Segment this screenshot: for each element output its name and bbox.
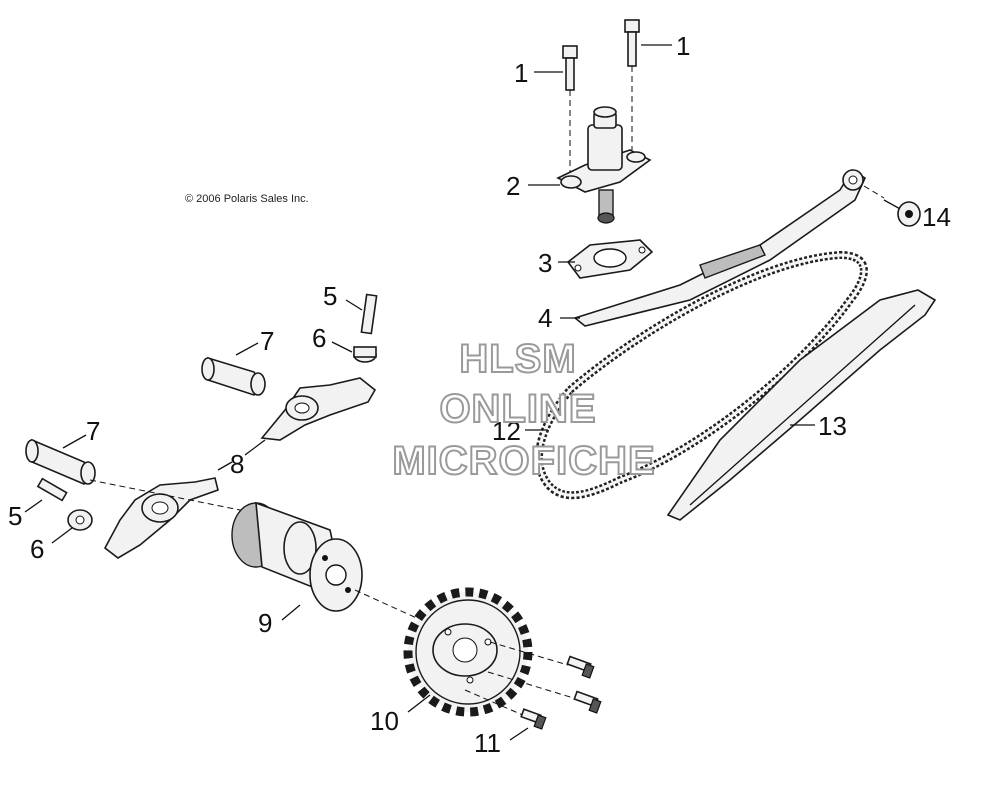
callout-10: 10 bbox=[370, 706, 399, 736]
callout-13: 13 bbox=[818, 411, 847, 441]
callout-1-left: 1 bbox=[514, 58, 528, 88]
copyright-text: © 2006 Polaris Sales Inc. bbox=[185, 193, 309, 205]
callout-9: 9 bbox=[258, 608, 272, 638]
callout-6-upper: 6 bbox=[312, 323, 326, 353]
part-5-adjust-screw-lower bbox=[36, 477, 68, 502]
callout-11: 11 bbox=[474, 728, 501, 758]
part-7-rocker-shaft-lower bbox=[25, 438, 96, 485]
callout-4: 4 bbox=[538, 303, 552, 333]
callout-14: 14 bbox=[922, 202, 951, 232]
part-13-chain-guide bbox=[666, 289, 937, 521]
callout-5-upper: 5 bbox=[323, 281, 337, 311]
watermark-line-3: MICROFICHE bbox=[392, 439, 655, 483]
part-6-nut-upper bbox=[353, 346, 377, 363]
leader-10 bbox=[407, 694, 431, 713]
watermark-line-2: ONLINE bbox=[439, 387, 596, 431]
part-2-cam-chain-tensioner bbox=[556, 106, 652, 224]
leader-8-lower bbox=[217, 461, 233, 471]
callout-2: 2 bbox=[506, 171, 520, 201]
part-9-camshaft bbox=[231, 501, 363, 612]
watermark: HLSM ONLINE MICROFICHE bbox=[391, 336, 655, 484]
leader-11 bbox=[509, 727, 529, 741]
part-3-gasket bbox=[566, 239, 654, 279]
leader-6-upper bbox=[331, 341, 353, 353]
part-10-cam-sprocket bbox=[403, 587, 533, 717]
part-5-adjust-screw-upper bbox=[360, 293, 378, 335]
callout-5-lower: 5 bbox=[8, 501, 22, 531]
callout-12: 12 bbox=[492, 416, 521, 446]
part-6-nut-lower bbox=[67, 509, 93, 531]
callout-7-lower: 7 bbox=[86, 416, 100, 446]
part-14-pivot-bolt bbox=[883, 199, 921, 227]
leader-6-lower bbox=[51, 527, 73, 544]
leader-8-upper bbox=[244, 439, 266, 456]
callout-6-lower: 6 bbox=[30, 534, 44, 564]
callout-3: 3 bbox=[538, 248, 552, 278]
callout-8: 8 bbox=[230, 449, 244, 479]
part-11-sprocket-bolts bbox=[464, 641, 602, 730]
callout-7-upper: 7 bbox=[260, 326, 274, 356]
part-7-rocker-shaft-upper bbox=[201, 356, 266, 396]
axis-line-14 bbox=[863, 185, 885, 199]
part-1-bolt-left bbox=[562, 45, 578, 91]
leader-7-upper bbox=[235, 342, 259, 356]
leader-9 bbox=[281, 604, 301, 621]
leader-7-lower bbox=[62, 434, 87, 449]
part-12-cam-chain bbox=[535, 250, 868, 500]
axis-line-shaft bbox=[89, 479, 291, 521]
leader-5-lower bbox=[24, 499, 43, 513]
part-1-bolt-right bbox=[624, 19, 640, 67]
callout-1-right: 1 bbox=[676, 31, 690, 61]
part-4-chain-tensioner-guide bbox=[573, 168, 867, 327]
watermark-line-1: HLSM bbox=[459, 337, 576, 381]
part-8-rocker-arm-lower bbox=[103, 477, 219, 559]
part-8-rocker-arm-upper bbox=[260, 377, 377, 441]
leader-5-upper bbox=[345, 299, 363, 311]
